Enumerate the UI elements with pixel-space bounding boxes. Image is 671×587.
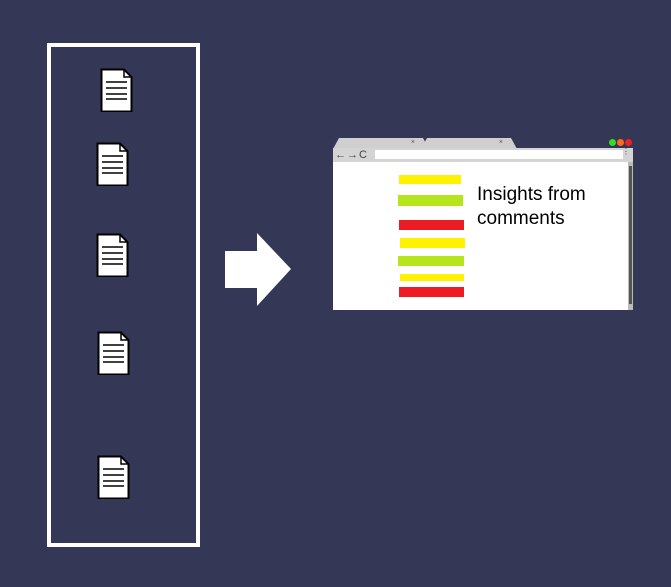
document-icon bbox=[96, 142, 129, 186]
browser-page bbox=[333, 162, 628, 310]
browser-tab[interactable]: × bbox=[333, 138, 429, 149]
browser-toolbar: ←→C ⋮ bbox=[333, 148, 633, 162]
document-icon bbox=[96, 233, 129, 277]
sentiment-bar-negative bbox=[399, 220, 464, 230]
sentiment-bar-neutral bbox=[399, 175, 461, 184]
sentiment-bar-positive bbox=[398, 256, 464, 266]
document-icon bbox=[100, 68, 133, 112]
title-line: Insights from bbox=[477, 184, 586, 205]
tab-close-icon[interactable]: × bbox=[410, 139, 415, 146]
window-maximize-dot[interactable] bbox=[609, 139, 616, 146]
scrollbar[interactable] bbox=[628, 162, 633, 310]
sentiment-bar-neutral bbox=[400, 274, 464, 281]
sentiment-bar-positive bbox=[398, 195, 463, 206]
navigation-icons[interactable]: ←→C bbox=[335, 149, 368, 161]
title-line: comments bbox=[477, 208, 565, 229]
browser-tab[interactable]: × bbox=[421, 138, 517, 149]
arrow-right-icon bbox=[225, 233, 291, 306]
address-bar[interactable] bbox=[375, 150, 623, 159]
documents-container bbox=[47, 43, 200, 547]
document-icon bbox=[97, 331, 130, 375]
window-minimize-dot[interactable] bbox=[617, 139, 624, 146]
window-close-dot[interactable] bbox=[625, 139, 632, 146]
insights-title: Insights from comments bbox=[477, 183, 586, 231]
document-icon bbox=[97, 455, 130, 499]
sentiment-bar-negative bbox=[399, 287, 464, 297]
menu-icon[interactable]: ⋮ bbox=[622, 147, 630, 156]
tab-close-icon[interactable]: × bbox=[498, 139, 503, 146]
sentiment-bar-neutral bbox=[400, 238, 465, 248]
